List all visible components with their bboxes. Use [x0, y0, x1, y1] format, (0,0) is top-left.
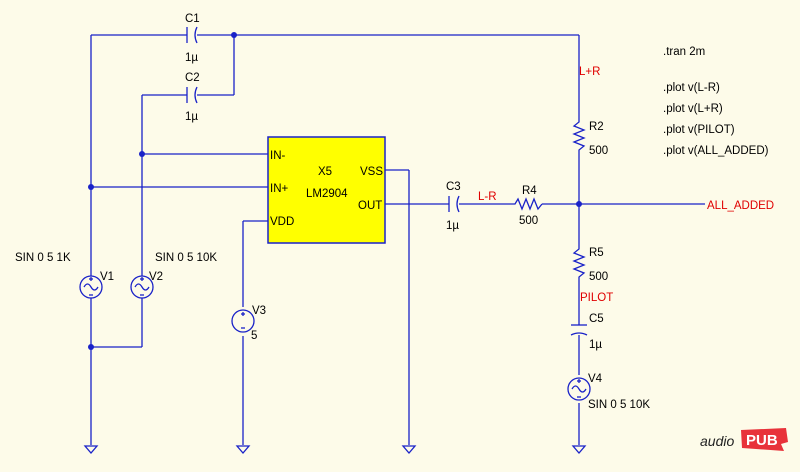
pin-label-in-minus: IN- — [270, 150, 286, 162]
resistor-zigzag — [572, 245, 586, 285]
ground-icon — [235, 445, 251, 454]
opamp-body — [267, 136, 386, 244]
resistor-value: 500 — [589, 271, 608, 283]
directive-plot[interactable]: .plot v(L+R) — [663, 103, 723, 115]
resistor-zigzag — [572, 118, 586, 158]
junction-dot — [88, 344, 94, 350]
ground-icon — [83, 445, 99, 454]
resistor-ref: R5 — [589, 247, 604, 259]
capacitor-ref: C5 — [589, 313, 604, 325]
audiopub-logo: audio PUB — [700, 428, 788, 451]
voltage-source-v2[interactable]: V2 SIN 0 5 10K — [130, 252, 217, 300]
source-ref: V2 — [149, 271, 163, 283]
resistor-r2[interactable]: R2 500 — [572, 118, 608, 158]
voltage-source-v3[interactable]: V3 5 — [231, 305, 266, 342]
opamp-lm2904[interactable]: IN- IN+ VDD VSS OUT X5 LM2904 — [267, 136, 386, 244]
directive-plot[interactable]: .plot v(PILOT) — [663, 124, 735, 136]
sine-wave-icon — [134, 283, 150, 291]
opamp-model: LM2904 — [306, 188, 348, 200]
net-label-all-added: ALL_ADDED — [707, 200, 774, 212]
capacitor-c5[interactable]: C5 1µ — [570, 313, 604, 351]
source-ref: V3 — [252, 305, 266, 317]
opamp-ref: X5 — [318, 166, 332, 178]
capacitor-plate — [194, 86, 198, 104]
directive-tran[interactable]: .tran 2m — [663, 46, 705, 58]
resistor-value: 500 — [519, 215, 538, 227]
capacitor-value: 1µ — [185, 111, 198, 123]
dc-source-icon — [231, 309, 255, 333]
capacitor-plate — [456, 195, 460, 213]
voltage-source-v1[interactable]: V1 SIN 0 5 1K — [15, 252, 114, 300]
sine-source-icon — [567, 377, 591, 401]
capacitor-plate — [570, 332, 588, 336]
net-label-lmr: L-R — [478, 191, 497, 203]
capacitor-value: 1µ — [446, 220, 459, 232]
pin-label-out: OUT — [358, 200, 382, 212]
resistor-r5[interactable]: R5 500 — [572, 245, 608, 285]
pin-label-vdd: VDD — [270, 216, 294, 228]
directive-plot[interactable]: .plot v(ALL_ADDED) — [663, 145, 769, 157]
source-value: SIN 0 5 1K — [15, 252, 71, 264]
source-value: SIN 0 5 10K — [155, 252, 217, 264]
capacitor-c2[interactable]: C2 1µ — [185, 72, 200, 123]
ground-icon — [571, 445, 587, 454]
ground-icon — [401, 445, 417, 454]
resistor-ref: R4 — [522, 185, 537, 197]
junction-dot — [231, 32, 237, 38]
pin-label-in-plus: IN+ — [270, 183, 289, 195]
sine-wave-icon — [83, 283, 99, 291]
net-label-lpr: L+R — [579, 66, 600, 78]
grounds — [83, 445, 587, 454]
capacitor-ref: C1 — [185, 13, 200, 25]
junctions — [88, 32, 582, 350]
capacitor-plate — [194, 26, 198, 44]
resistor-r4[interactable]: R4 500 — [512, 185, 543, 227]
pin-label-vss: VSS — [360, 166, 383, 178]
junction-dot — [139, 151, 145, 157]
junction-dot — [576, 201, 582, 207]
logo-badge — [741, 428, 788, 451]
sine-wave-icon — [571, 385, 587, 393]
resistor-ref: R2 — [589, 121, 604, 133]
resistor-zigzag — [512, 197, 543, 211]
source-value: SIN 0 5 10K — [588, 399, 650, 411]
source-ref: V1 — [100, 271, 114, 283]
capacitor-ref: C2 — [185, 72, 200, 84]
capacitor-ref: C3 — [446, 181, 461, 193]
capacitor-c3[interactable]: C3 1µ — [446, 181, 461, 232]
source-value: 5 — [251, 330, 257, 342]
directive-plot[interactable]: .plot v(L-R) — [663, 82, 720, 94]
voltage-source-v4[interactable]: V4 SIN 0 5 10K — [567, 373, 650, 411]
net-label-pilot: PILOT — [580, 292, 613, 304]
spice-directives: .tran 2m .plot v(L-R) .plot v(L+R) .plot… — [663, 46, 769, 157]
capacitor-c1[interactable]: C1 1µ — [185, 13, 200, 64]
capacitor-value: 1µ — [589, 339, 602, 351]
resistor-value: 500 — [589, 145, 608, 157]
wires — [90, 34, 705, 445]
junction-dot — [88, 184, 94, 190]
logo-text-pub: PUB — [746, 432, 778, 449]
logo-text-audio: audio — [700, 433, 734, 449]
capacitor-value: 1µ — [185, 52, 198, 64]
source-ref: V4 — [588, 373, 603, 385]
